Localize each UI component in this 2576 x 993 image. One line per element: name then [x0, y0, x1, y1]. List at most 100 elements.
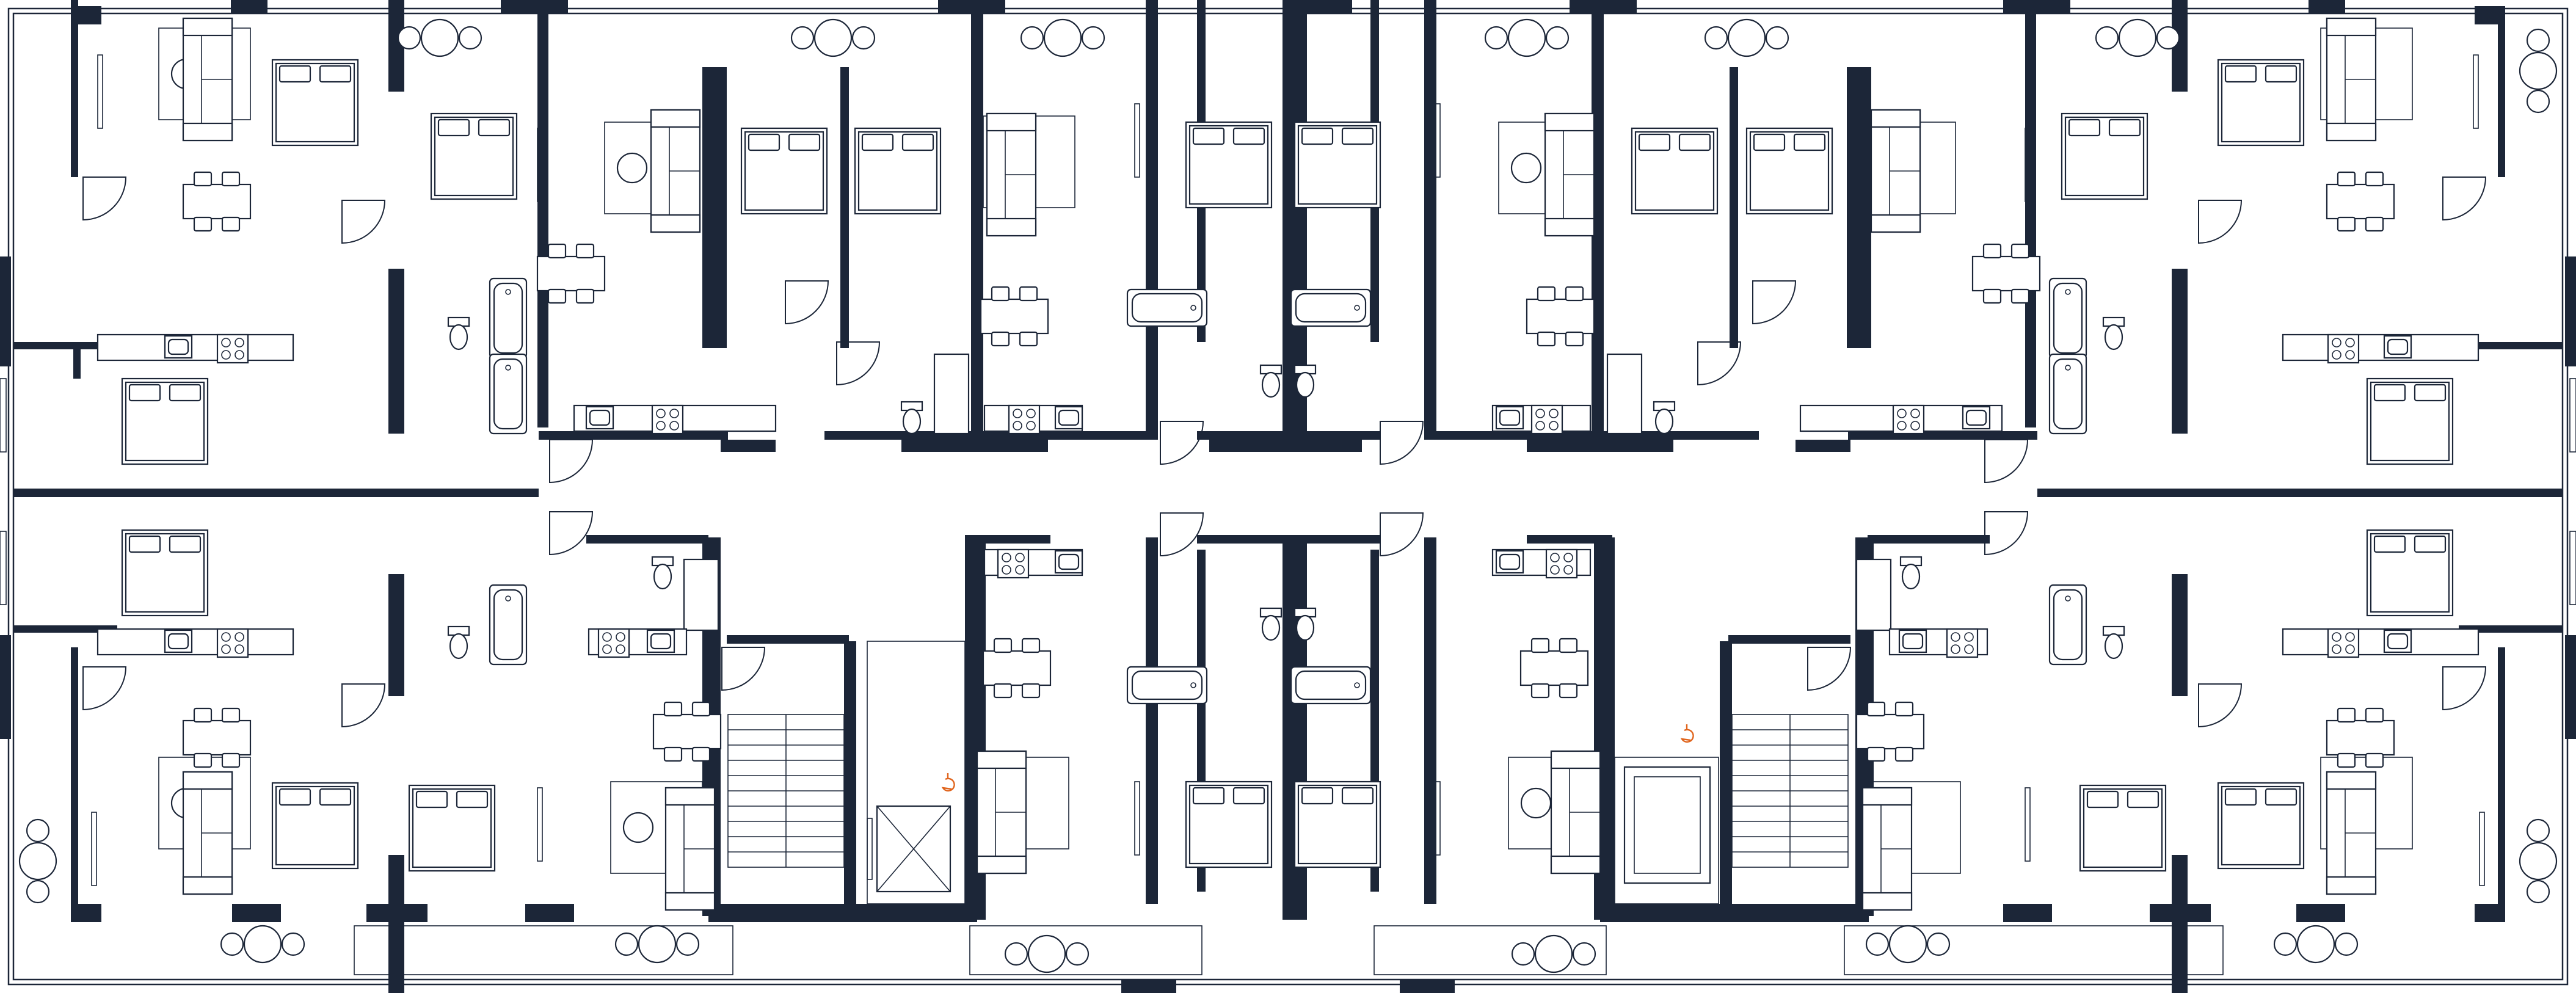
hob-icon [597, 628, 630, 658]
round-table-icon [1704, 18, 1789, 57]
sink-icon [2383, 629, 2412, 653]
sofa-icon [182, 17, 233, 142]
hob-icon [1892, 404, 1925, 435]
sofa-icon [1861, 787, 1913, 911]
sofa-icon [182, 771, 233, 895]
toilet-icon [1293, 364, 1317, 398]
sink-icon [585, 406, 614, 430]
toilet-icon [1899, 556, 1923, 590]
hob-icon [2327, 628, 2360, 658]
sofa-icon [1550, 750, 1601, 875]
sofa-icon [650, 109, 701, 233]
round-table-icon [2519, 28, 2558, 114]
shower-tray [1606, 353, 1643, 435]
sofa-icon [2326, 17, 2377, 142]
wheelchair-lift-icon [1680, 724, 1694, 743]
round-table-icon [790, 18, 876, 57]
facade-piers-south [71, 6, 2505, 922]
bathtub-icon [2048, 584, 2087, 666]
hob-icon [2327, 333, 2360, 364]
windows [0, 54, 2576, 886]
round-table-icon [1004, 934, 1090, 973]
dining-table-icon [182, 707, 252, 768]
hob-icon [216, 333, 249, 364]
bed-icon [1631, 127, 1719, 215]
bathtub-icon [1290, 288, 1372, 327]
hob-icon [216, 628, 249, 658]
party-walls-south [388, 535, 2188, 993]
bed-icon [2217, 782, 2305, 870]
sink-icon [1898, 629, 1927, 653]
sink-icon [1495, 550, 1524, 574]
core-east [1614, 635, 1850, 910]
sink-icon [1054, 550, 1083, 574]
sink-icon [1962, 406, 1991, 430]
toilet-icon [1259, 607, 1283, 641]
hob-icon [1530, 404, 1563, 435]
bed-icon [1293, 121, 1381, 209]
toilet-icon [1293, 607, 1317, 641]
sofa-icon [986, 112, 1037, 237]
dining-table-icon [182, 171, 252, 232]
bed-icon [408, 784, 496, 872]
bed-icon [2079, 784, 2167, 872]
round-table-icon [2095, 18, 2180, 57]
round-table-icon [2519, 818, 2558, 904]
shower-tray [1855, 558, 1892, 631]
bed-icon [1185, 780, 1273, 868]
bed-icon [1185, 121, 1273, 209]
bed-icon [430, 112, 518, 200]
wheelchair-lift-icon [941, 773, 955, 792]
bed-icon [740, 127, 828, 215]
round-table-icon [1020, 18, 1105, 57]
sofa-icon [664, 787, 716, 911]
shower-tray [683, 558, 719, 631]
toilet-icon [1259, 364, 1283, 398]
bed-icon [1745, 127, 1833, 215]
toilet-icon [447, 625, 470, 660]
bed-icon [271, 59, 359, 147]
bathtub-icon [2048, 353, 2087, 435]
sofa-icon [1544, 112, 1595, 237]
toilet-icon [2102, 625, 2125, 660]
bathtub-icon [489, 277, 528, 359]
bed-icon [854, 127, 942, 215]
round-table-icon [1511, 934, 1596, 973]
round-table-icon [397, 18, 482, 57]
hob-icon [1545, 548, 1578, 579]
stair-icon [727, 714, 845, 868]
toilet-icon [1653, 401, 1676, 435]
party-walls-north [73, 0, 2188, 452]
sofa-icon [2326, 771, 2377, 895]
dining-table-icon [982, 638, 1052, 699]
sink-icon [1495, 406, 1524, 430]
hob-icon [997, 548, 1030, 579]
bathtub-icon [489, 353, 528, 435]
hob-icon [1946, 628, 1979, 658]
sofa-icon [1870, 109, 1921, 233]
bathtub-icon [2048, 277, 2087, 359]
bathtub-icon [1126, 288, 1208, 327]
hob-icon [651, 404, 684, 435]
bed-icon [271, 782, 359, 870]
core-west [727, 635, 966, 910]
bed-icon [121, 529, 209, 617]
bed-icon [1293, 780, 1381, 868]
round-table-icon [1484, 18, 1570, 57]
sink-icon [164, 629, 193, 653]
toilet-icon [2102, 316, 2125, 351]
hob-icon [1008, 404, 1041, 435]
bed-icon [2366, 529, 2454, 617]
bathtub-icon [1126, 666, 1208, 705]
dining-table-icon [1519, 638, 1589, 699]
bathrooms [447, 277, 2125, 705]
toilet-icon [651, 556, 674, 590]
bathtub-icon [489, 584, 528, 666]
round-table-icon [2273, 925, 2359, 964]
round-table-icon [18, 818, 57, 904]
shower-tray [933, 353, 970, 435]
toilet-icon [900, 401, 923, 435]
balconies [18, 18, 2558, 975]
sink-icon [1054, 406, 1083, 430]
